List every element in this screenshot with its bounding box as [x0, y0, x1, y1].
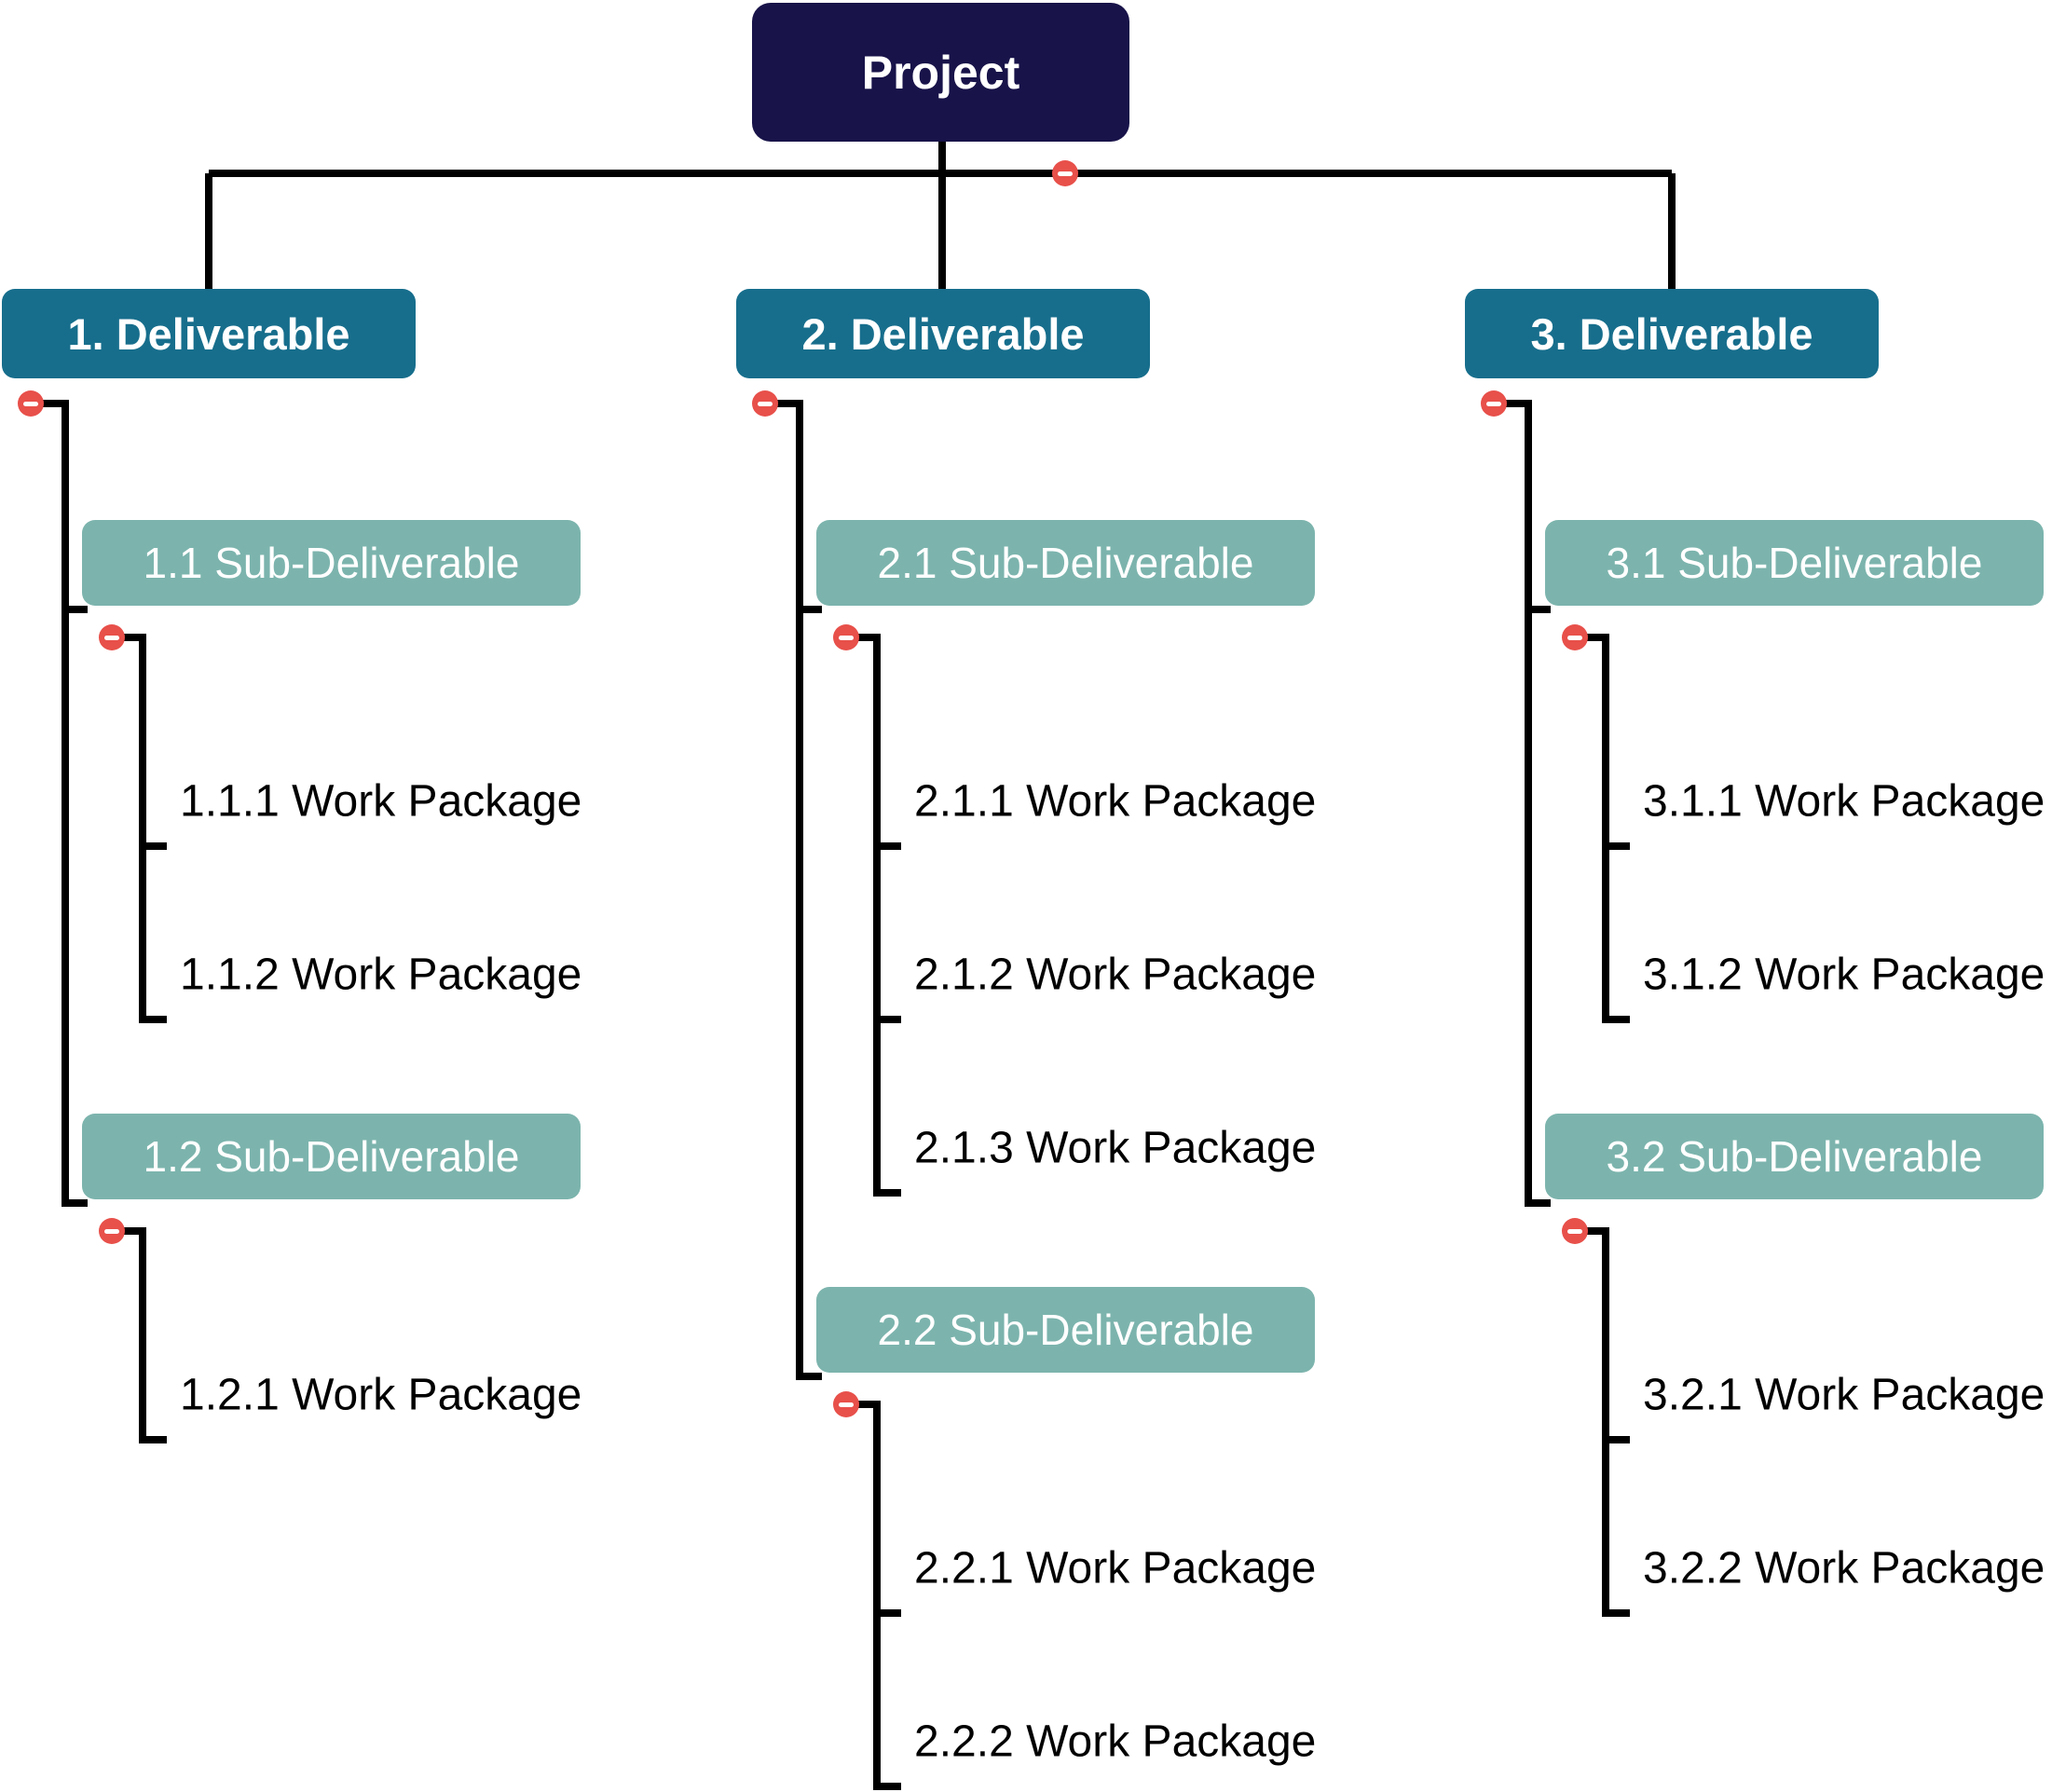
connector-line: [873, 634, 881, 1197]
connector-line: [1602, 634, 1609, 1023]
work-package-node-3-2-2[interactable]: 3.2.2 Work Package: [1643, 1543, 2045, 1594]
connector-line: [873, 1783, 901, 1790]
deliverable-node-2[interactable]: 2. Deliverable: [736, 289, 1150, 378]
connector-line: [1602, 842, 1630, 850]
work-package-node-2-1-3[interactable]: 2.1.3 Work Package: [914, 1123, 1317, 1173]
minus-bar: [839, 635, 854, 640]
connector-line: [873, 1401, 881, 1790]
connector-line: [139, 634, 146, 1023]
collapse-minus-icon-sub-3-1[interactable]: [1562, 624, 1588, 650]
work-package-node-1-2-1[interactable]: 1.2.1 Work Package: [180, 1370, 582, 1420]
work-package-node-1-1-2[interactable]: 1.1.2 Work Package: [180, 950, 582, 1000]
deliverable-node-3[interactable]: 3. Deliverable: [1465, 289, 1879, 378]
collapse-minus-icon-sub-2-1[interactable]: [833, 624, 859, 650]
sub-deliverable-node-3-1-label: 3.1 Sub-Deliverable: [1606, 539, 1983, 587]
work-package-node-2-2-1[interactable]: 2.2.1 Work Package: [914, 1543, 1317, 1594]
connector-line: [938, 142, 946, 291]
project-root-label: Project: [861, 46, 1020, 99]
project-root-node[interactable]: Project: [752, 3, 1129, 142]
connector-line: [1494, 400, 1532, 407]
connector-line: [873, 842, 901, 850]
connector-line: [796, 400, 803, 1380]
work-package-node-1-1-1[interactable]: 1.1.1 Work Package: [180, 776, 582, 827]
connector-line: [796, 606, 822, 613]
collapse-minus-icon-sub-1-1[interactable]: [99, 624, 125, 650]
connector-line: [139, 1016, 167, 1023]
collapse-minus-icon-sub-1-2[interactable]: [99, 1218, 125, 1244]
connector-line: [139, 842, 167, 850]
deliverable-node-1-label: 1. Deliverable: [67, 308, 350, 359]
connector-line: [873, 1609, 901, 1617]
connector-line: [765, 400, 803, 407]
connector-line: [1602, 1016, 1630, 1023]
connector-line: [139, 1227, 146, 1443]
sub-deliverable-node-2-1-label: 2.1 Sub-Deliverable: [877, 539, 1254, 587]
work-package-node-2-1-1[interactable]: 2.1.1 Work Package: [914, 776, 1317, 827]
collapse-minus-icon-deliverable-3[interactable]: [1481, 390, 1507, 417]
minus-bar: [1567, 635, 1582, 640]
minus-bar: [104, 1228, 119, 1234]
sub-deliverable-node-1-2[interactable]: 1.2 Sub-Deliverable: [82, 1114, 581, 1199]
work-package-node-2-1-2[interactable]: 2.1.2 Work Package: [914, 950, 1317, 1000]
connector-line: [846, 634, 881, 641]
connector-line: [873, 1016, 901, 1023]
work-package-node-3-1-1[interactable]: 3.1.1 Work Package: [1643, 776, 2045, 827]
sub-deliverable-node-3-2[interactable]: 3.2 Sub-Deliverable: [1545, 1114, 2044, 1199]
minus-bar: [1486, 401, 1501, 406]
sub-deliverable-node-1-2-label: 1.2 Sub-Deliverable: [143, 1132, 520, 1181]
connector-line: [31, 400, 69, 407]
connector-line: [62, 606, 88, 613]
connector-line: [139, 1436, 167, 1443]
collapse-minus-icon-sub-2-2[interactable]: [833, 1391, 859, 1417]
minus-bar: [839, 1402, 854, 1407]
connector-line: [846, 1401, 881, 1408]
connector-line: [873, 1189, 901, 1197]
connector-line: [796, 1373, 822, 1380]
deliverable-node-3-label: 3. Deliverable: [1530, 308, 1813, 359]
collapse-minus-icon-sub-3-2[interactable]: [1562, 1218, 1588, 1244]
connector-line: [1525, 606, 1551, 613]
connector-line: [1602, 1227, 1609, 1617]
connector-line: [1575, 1227, 1609, 1235]
connector-line: [205, 173, 212, 291]
connector-line: [1602, 1609, 1630, 1617]
deliverable-node-2-label: 2. Deliverable: [801, 308, 1085, 359]
work-package-node-3-2-1[interactable]: 3.2.1 Work Package: [1643, 1370, 2045, 1420]
minus-bar: [23, 401, 38, 406]
deliverable-node-1[interactable]: 1. Deliverable: [2, 289, 416, 378]
connector-line: [1525, 1199, 1551, 1207]
connector-line: [1525, 400, 1532, 1207]
connector-line: [62, 400, 69, 1207]
sub-deliverable-node-2-1[interactable]: 2.1 Sub-Deliverable: [816, 520, 1315, 606]
minus-bar: [1567, 1228, 1582, 1234]
connector-line: [1575, 634, 1609, 641]
sub-deliverable-node-3-2-label: 3.2 Sub-Deliverable: [1606, 1132, 1983, 1181]
work-package-node-2-2-2[interactable]: 2.2.2 Work Package: [914, 1717, 1317, 1767]
sub-deliverable-node-1-1[interactable]: 1.1 Sub-Deliverable: [82, 520, 581, 606]
work-package-node-3-1-2[interactable]: 3.1.2 Work Package: [1643, 950, 2045, 1000]
connector-line: [1668, 173, 1676, 291]
sub-deliverable-node-2-2[interactable]: 2.2 Sub-Deliverable: [816, 1287, 1315, 1373]
connector-line: [112, 1227, 146, 1235]
minus-bar: [104, 635, 119, 640]
connector-line: [62, 1199, 88, 1207]
collapse-minus-icon-project[interactable]: [1052, 160, 1078, 186]
connector-line: [1602, 1436, 1630, 1443]
sub-deliverable-node-1-1-label: 1.1 Sub-Deliverable: [143, 539, 520, 587]
sub-deliverable-node-3-1[interactable]: 3.1 Sub-Deliverable: [1545, 520, 2044, 606]
connector-line: [112, 634, 146, 641]
collapse-minus-icon-deliverable-2[interactable]: [752, 390, 778, 417]
minus-bar: [1058, 171, 1073, 176]
sub-deliverable-node-2-2-label: 2.2 Sub-Deliverable: [877, 1306, 1254, 1354]
collapse-minus-icon-deliverable-1[interactable]: [18, 390, 44, 417]
minus-bar: [758, 401, 773, 406]
